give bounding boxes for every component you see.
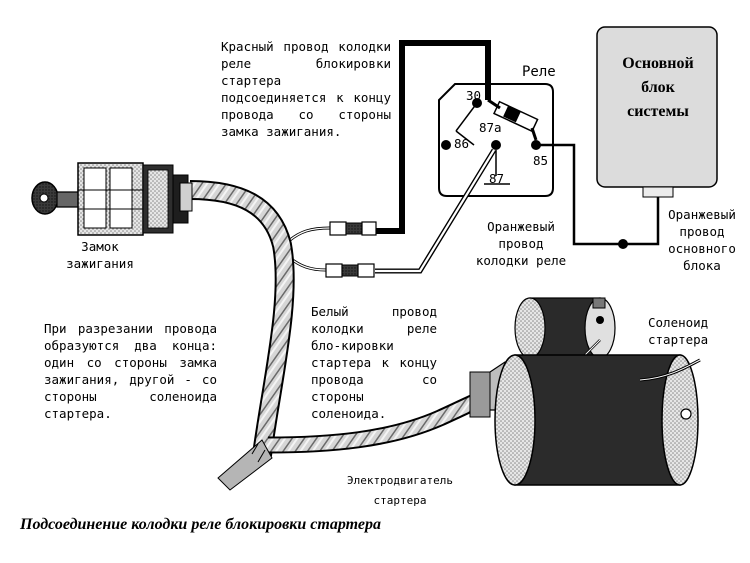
relay-label: Реле xyxy=(522,64,556,80)
relay-connector xyxy=(487,98,539,141)
relay-pin-86: 86 xyxy=(454,136,470,151)
white-wire xyxy=(375,148,497,274)
splice-lower xyxy=(289,256,375,278)
orange-junction-dot xyxy=(618,239,628,249)
red-wire xyxy=(375,40,491,234)
starter-motor-label: Электродвигатель стартера xyxy=(347,474,453,507)
figure-caption: Подсоединение колодки реле блокировки ст… xyxy=(20,516,381,533)
splice-upper xyxy=(289,221,377,242)
orange-wire xyxy=(536,143,660,246)
main-unit-box xyxy=(596,26,718,198)
relay-pin-85: 85 xyxy=(533,153,549,168)
orange-relay-wire-label: Оранжевый провод колодки реле xyxy=(475,219,567,268)
white-wire-note: Белый провод колодки реле бло-кировки ст… xyxy=(311,304,437,421)
main-unit-label: Основной блок системы xyxy=(622,55,694,120)
starter xyxy=(469,297,701,486)
solenoid-label: Соленоид стартера xyxy=(648,315,709,347)
ignition-lock xyxy=(31,162,193,236)
relay-pin-30: 30 xyxy=(466,88,482,103)
ignition-lock-label: Замок зажигания xyxy=(66,239,134,271)
relay-pin-87a: 87a xyxy=(479,120,502,135)
pin-86-dot xyxy=(441,140,451,150)
red-wire-note: Красный провод колодки реле блокировки с… xyxy=(221,39,391,139)
pin-30-dot xyxy=(472,98,482,108)
orange-main-wire-label: Оранжевый провод основного блока xyxy=(668,207,736,273)
cutting-note: При разрезании провода образуются два ко… xyxy=(44,321,217,421)
pin-87a-dot xyxy=(491,140,501,150)
relay-body xyxy=(438,83,554,197)
relay-pin-87: 87 xyxy=(489,171,505,186)
